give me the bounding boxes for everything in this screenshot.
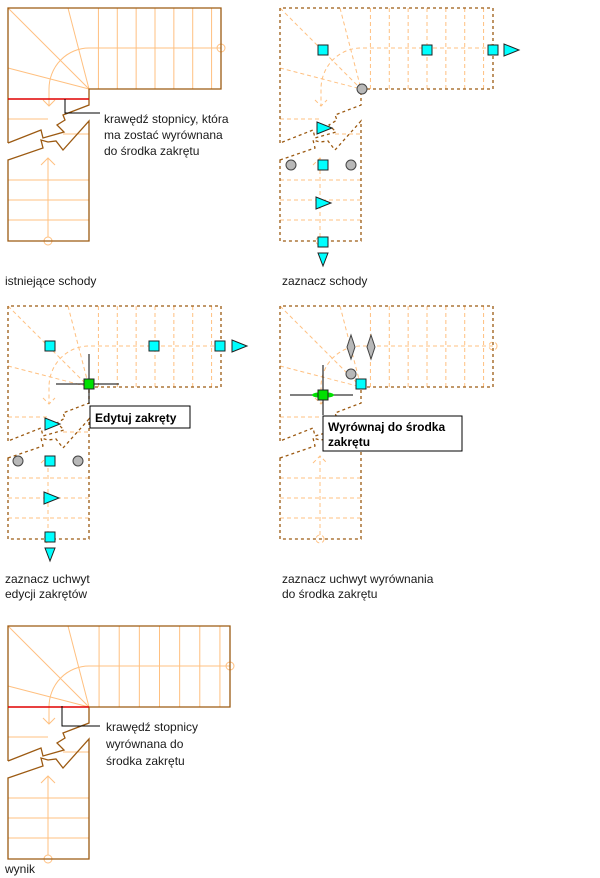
callout-text: krawędź stopnicy <box>106 720 198 734</box>
stair-outline <box>7 737 90 860</box>
grip-circle-icon <box>12 455 24 467</box>
tooltip-align-center: Wyrównaj do środka <box>328 420 445 434</box>
stair <box>279 7 498 246</box>
caption: zaznacz uchwyt <box>5 572 90 586</box>
stair-outline <box>7 119 90 242</box>
walk-line <box>314 47 493 107</box>
stair-outline <box>279 305 494 442</box>
grip-arrow-right-icon <box>43 491 61 505</box>
winder-line <box>7 7 90 90</box>
walk-line <box>42 665 230 725</box>
caption: istniejące schody <box>5 274 96 288</box>
callout-text: do środka zakrętu <box>104 144 199 158</box>
grip-arrow-right-icon <box>315 196 333 210</box>
callout-text: środka zakrętu <box>106 754 185 768</box>
grip-square-icon <box>317 236 329 248</box>
grip-arrow-right-icon <box>503 43 521 57</box>
stair-outline <box>279 7 494 144</box>
stair-outline <box>7 7 222 144</box>
caption: zaznacz uchwyt wyrównania <box>282 572 434 586</box>
tooltip-box <box>322 415 463 452</box>
grip-square-icon <box>355 378 367 390</box>
callout-leader <box>64 99 100 114</box>
grip-arrow-right-icon <box>44 417 62 431</box>
caption: edycji zakrętów <box>5 587 87 601</box>
grip-square-icon <box>421 44 433 56</box>
grip-square-icon <box>148 340 160 352</box>
grip-square-icon <box>44 531 56 543</box>
grip-square-icon <box>44 455 56 467</box>
grip-diamond-icon <box>366 333 376 361</box>
caption: wynik <box>4 862 36 876</box>
grip-square-icon <box>83 378 95 390</box>
grip-arrow-down-icon <box>317 252 329 268</box>
caption: do środka zakrętu <box>282 587 377 601</box>
stair <box>7 7 226 246</box>
grip-circle-icon <box>345 368 357 380</box>
grip-arrow-right-icon <box>231 339 249 353</box>
grip-square-icon <box>317 159 329 171</box>
walk-line <box>42 345 221 405</box>
callout-text: wyrównana do <box>105 737 184 751</box>
grip-circle-icon <box>356 83 368 95</box>
tooltip-align-center: zakrętu <box>328 435 370 449</box>
walk-line <box>312 455 328 535</box>
winder-line <box>279 305 362 388</box>
walk-line <box>40 775 56 855</box>
grip-square-icon <box>44 340 56 352</box>
grip-square-icon <box>317 44 329 56</box>
winder-line <box>7 685 90 708</box>
tooltip-box <box>89 405 191 429</box>
grip-square-icon <box>214 340 226 352</box>
grip-square-icon <box>317 389 329 401</box>
grip-arrow-right-icon <box>316 121 334 135</box>
callout-text: krawędź stopnicy, która <box>104 112 229 126</box>
winder-line <box>279 67 362 90</box>
stair <box>7 625 235 864</box>
walk-line <box>40 157 56 237</box>
grip-arrow-down-icon <box>44 547 56 563</box>
grip-circle-icon <box>72 455 84 467</box>
stair-outline <box>7 625 231 762</box>
winder-line <box>67 625 90 708</box>
end-marker <box>488 341 498 351</box>
tooltip-edit-turns: Edytuj zakręty <box>95 411 177 425</box>
callout-leader <box>61 706 100 727</box>
winder-line <box>7 67 90 90</box>
callout-text: ma zostać wyrównana <box>104 128 223 142</box>
grip-diamond-icon <box>346 333 356 361</box>
start-marker <box>315 534 325 544</box>
stair-outline <box>7 305 222 442</box>
caption: zaznacz schody <box>282 274 367 288</box>
winder-line <box>67 7 90 90</box>
winder-line <box>7 625 90 708</box>
walk-line <box>42 47 221 107</box>
grip-circle-icon <box>285 159 297 171</box>
grip-square-icon <box>487 44 499 56</box>
grip-circle-icon <box>345 159 357 171</box>
